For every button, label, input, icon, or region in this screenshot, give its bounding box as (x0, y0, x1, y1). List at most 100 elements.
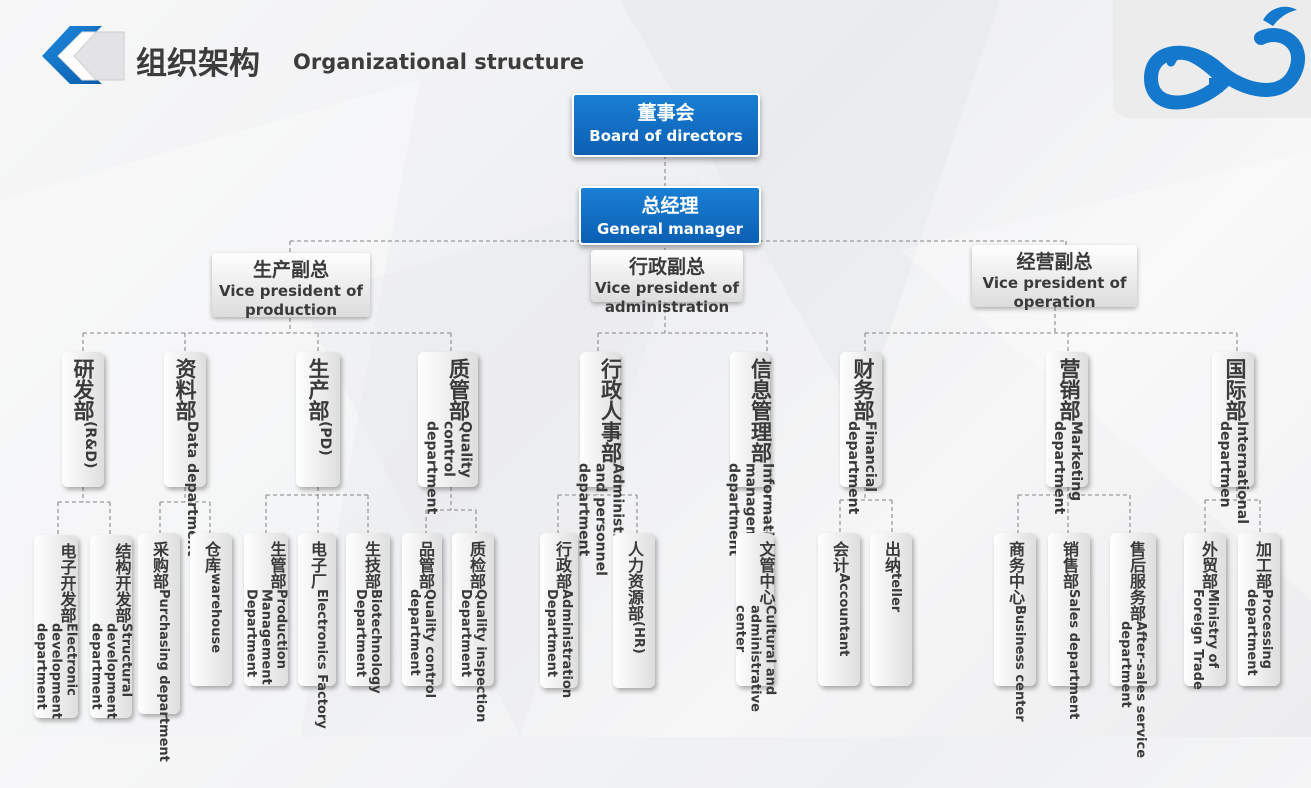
unit-label-en: Structural development department (88, 623, 134, 719)
unit-label-en: Purchasing department (156, 589, 171, 762)
dept-label-en: (R&D) (82, 421, 98, 469)
dept-label-en: Data department (184, 421, 200, 557)
unit-label-zh: 电子开发部 (57, 543, 77, 623)
board-label-en: Board of directors (589, 127, 743, 145)
unit-label-zh: 加工部 (1253, 541, 1272, 589)
unit-label-zh: 售后服务部 (1127, 541, 1146, 621)
unit-label-en: Accountant (836, 573, 851, 657)
unit-label-zh: 品管部 (416, 541, 435, 589)
vp-label-en: Vice president of production (219, 282, 363, 319)
unit-label-zh: 采购部 (150, 541, 169, 589)
unit-label-en: Biotechnology Department (353, 589, 383, 694)
unit-label-en: Administration Department (544, 589, 574, 699)
dept-label-en: International departmen (1217, 421, 1250, 525)
unit-label-en: Quality inspection Department (458, 589, 488, 723)
vp-production-box: 生产副总 Vice president of production (212, 253, 370, 319)
unit-label-en: Production Management Department (243, 589, 289, 685)
dept-label-zh: 质管部 (446, 358, 471, 421)
unit-label-en: Quality control department (407, 589, 437, 699)
unit-label-en: Ministry of Foreign Trade (1190, 589, 1220, 690)
dept-label-zh: 行政人事部 (598, 358, 623, 463)
dept-production: 生产部(PD) (296, 352, 340, 487)
unit-label-en: (HR) (631, 621, 646, 654)
unit-label-zh: 结构开发部 (112, 543, 132, 623)
unit-label-zh: 外贸部 (1199, 541, 1218, 589)
unit-label-en: warehouse (208, 573, 223, 654)
dept-label-zh: 营销部 (1057, 358, 1081, 421)
unit-label-en: Electronics Factory (314, 589, 329, 729)
board-of-directors-box: 董事会 Board of directors (572, 93, 760, 157)
dept-label-en: Financial department (845, 421, 878, 515)
dept-label-en: (PD) (317, 421, 333, 456)
dept-rnd: 研发部(R&D) (62, 352, 104, 487)
unit-label-zh: 人力资源部 (625, 541, 644, 621)
page-title-en: Organizational structure (293, 50, 585, 74)
unit-label-en: Processing department (1244, 589, 1274, 676)
dept-label-en: Information management department (725, 463, 776, 567)
vp-administration-box: 行政副总 Vice president of administration (591, 250, 743, 316)
unit-human-resources: 人力资源部(HR) (613, 533, 655, 688)
unit-label-en: Sales department (1066, 589, 1081, 720)
vp-label-zh: 行政副总 (628, 256, 705, 278)
dept-label-en: Quality control department (423, 421, 474, 515)
header-chevron-icon (42, 26, 125, 84)
unit-label-en: teller (888, 573, 903, 613)
dept-label-zh: 信息管理部 (748, 358, 773, 463)
dept-label-zh: 国际部 (1223, 358, 1247, 421)
unit-label-zh: 销售部 (1060, 541, 1079, 589)
dept-label-zh: 财务部 (851, 358, 875, 421)
unit-label-zh: 质检部 (467, 541, 486, 589)
dept-label-zh: 资料部 (173, 358, 197, 421)
unit-label-en: After-sales service department (1118, 621, 1148, 759)
unit-label-en: Business center (1012, 605, 1027, 722)
vp-label-zh: 生产副总 (252, 259, 329, 281)
gm-label-zh: 总经理 (641, 195, 699, 217)
unit-label-zh: 行政部 (553, 541, 572, 589)
unit-label-zh: 商务中心 (1006, 541, 1025, 605)
unit-label-zh: 仓库 (202, 541, 221, 573)
vp-label-en: Vice president of operation (982, 274, 1127, 311)
vp-operation-box: 经营副总 Vice president of operation (972, 245, 1137, 311)
company-logo (1113, 0, 1311, 118)
dept-label-en: Marketing department (1051, 421, 1084, 515)
vp-label-zh: 经营副总 (1016, 251, 1093, 273)
unit-label-zh: 生管部 (267, 541, 287, 589)
unit-label-zh: 文管中心 (756, 541, 776, 605)
dept-label-zh: 生产部 (306, 358, 330, 421)
board-label-zh: 董事会 (637, 102, 695, 124)
unit-label-zh: 电子厂 (308, 541, 327, 589)
general-manager-box: 总经理 General manager (579, 186, 761, 245)
gm-label-en: General manager (596, 220, 744, 238)
infinity-logo-icon (1143, 6, 1305, 110)
dept-label-zh: 研发部 (71, 358, 95, 421)
vp-label-en: Vice president of administration (595, 279, 739, 316)
unit-label-zh: 出纳 (882, 541, 901, 573)
page-title-zh: 组织架构 (136, 46, 260, 82)
unit-label-en: Electronic development department (33, 623, 79, 719)
